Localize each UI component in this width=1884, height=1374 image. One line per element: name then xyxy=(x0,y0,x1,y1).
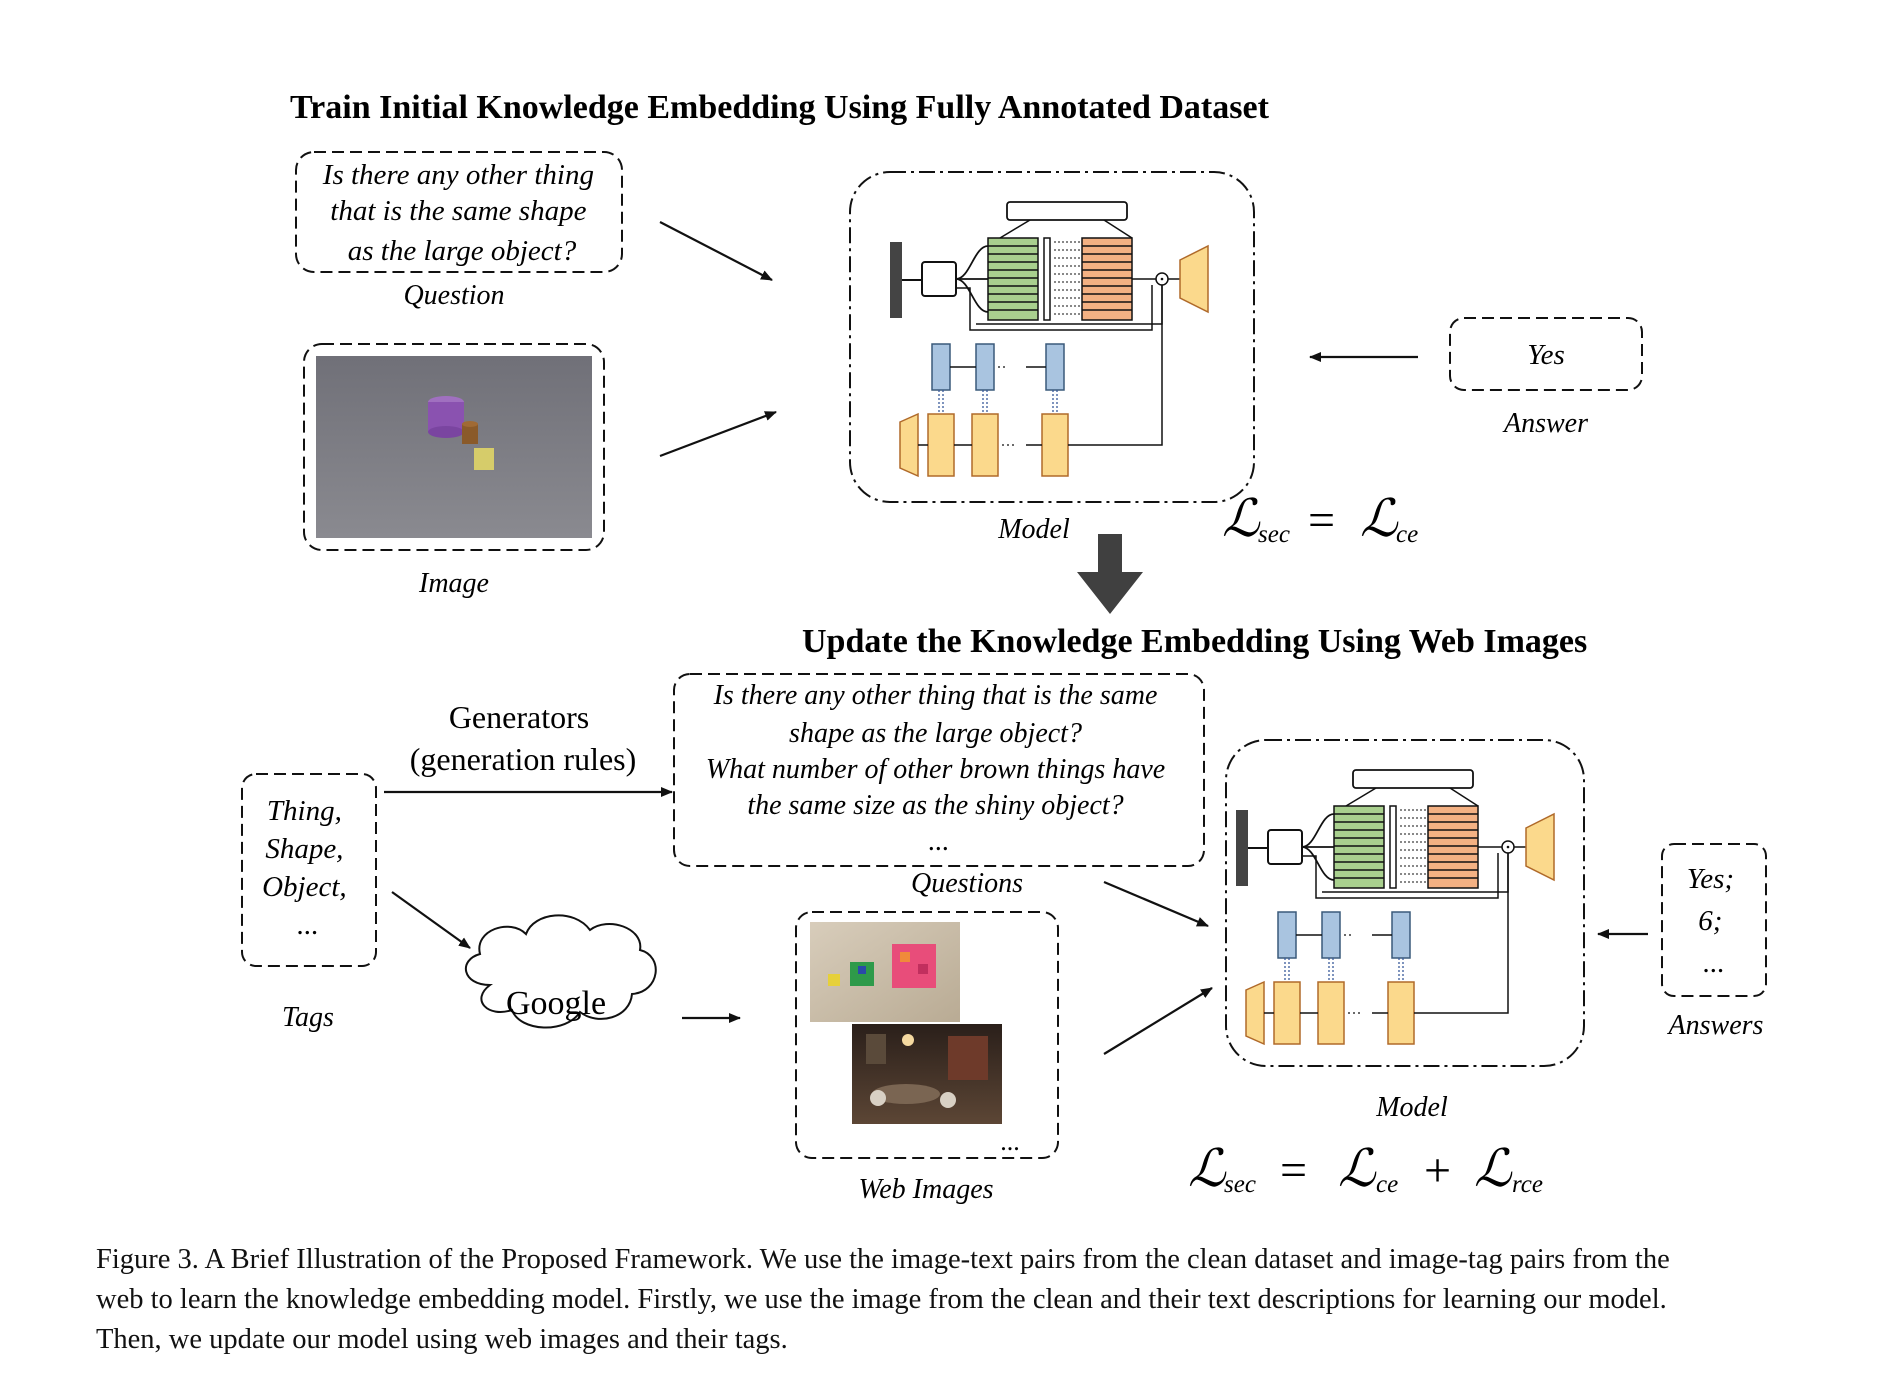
svg-text:Yes; 6; ...: Yes; 6; ... xyxy=(1687,863,1742,979)
caption-line-3: Then, we update our model using web imag… xyxy=(96,1324,788,1355)
arrow-questions-to-model xyxy=(1103,880,1209,928)
answer-2: 6; xyxy=(1698,905,1722,937)
model-label-1: Model xyxy=(997,514,1070,545)
svg-text:=: = xyxy=(1308,494,1335,547)
web-images-box xyxy=(795,911,1059,1159)
answer-label: Answer xyxy=(1502,408,1588,439)
image-label: Image xyxy=(418,568,489,599)
svg-text:=: = xyxy=(1280,1144,1307,1197)
model-network-1 xyxy=(889,201,1209,477)
loss-formula-2: ℒ sec = ℒ ce + ℒ rce xyxy=(1188,1141,1543,1198)
arrow-image-to-model xyxy=(659,410,777,458)
tag-more: ... xyxy=(297,909,319,941)
image-box xyxy=(303,343,605,551)
svg-text:+: + xyxy=(1424,1144,1451,1197)
svg-text:ℒ: ℒ xyxy=(1222,491,1261,548)
question-line-2: that is the same shape xyxy=(330,195,586,227)
questions-line-1: Is there any other thing that is the sam… xyxy=(713,680,1158,711)
generators-line-1: Generators xyxy=(449,699,589,735)
tag-3: Object, xyxy=(262,871,347,903)
tag-2: Shape, xyxy=(265,833,343,865)
questions-line-2: shape as the large object? xyxy=(789,718,1082,749)
svg-text:Is there any other thing that: Is there any other thing that is the sam… xyxy=(706,680,1172,857)
model-network-2 xyxy=(1235,769,1555,1045)
stage1-title: Train Initial Knowledge Embedding Using … xyxy=(290,89,1270,126)
stage2-title: Update the Knowledge Embedding Using Web… xyxy=(802,623,1587,660)
tag-1: Thing, xyxy=(267,795,342,827)
svg-text:ℒ: ℒ xyxy=(1188,1141,1227,1198)
answer-box xyxy=(1449,317,1643,391)
svg-text:ce: ce xyxy=(1396,521,1418,548)
answers-box xyxy=(1661,843,1767,997)
answer-text: Yes xyxy=(1527,339,1565,371)
arrow-tags-to-google xyxy=(391,891,471,949)
stage-transition-arrow xyxy=(1077,534,1143,614)
arrow-web-images-to-model xyxy=(1103,987,1213,1055)
questions-line-4: the same size as the shiny object? xyxy=(747,790,1123,821)
questions-more: ... xyxy=(929,826,950,857)
google-cloud xyxy=(464,914,657,1029)
questions-line-3: What number of other brown things have xyxy=(706,754,1165,785)
question-line-1: Is there any other thing xyxy=(322,159,594,191)
model-box-1 xyxy=(849,171,1255,503)
tags-label: Tags xyxy=(282,1002,334,1033)
caption-line-1: Figure 3. A Brief Illustration of the Pr… xyxy=(96,1244,1670,1275)
model-box-2 xyxy=(1225,739,1585,1067)
web-images-more: ... xyxy=(1000,1127,1020,1156)
questions-label: Questions xyxy=(911,868,1023,899)
svg-text:ce: ce xyxy=(1376,1171,1398,1198)
arrow-question-to-model xyxy=(659,221,773,281)
question-box xyxy=(295,151,623,273)
web-images-label: Web Images xyxy=(858,1174,993,1205)
svg-text:sec: sec xyxy=(1258,521,1290,548)
figure-caption: Figure 3. A Brief Illustration of the Pr… xyxy=(96,1240,1876,1360)
model-label-2: Model xyxy=(1375,1092,1448,1123)
clevr-image xyxy=(316,356,592,538)
caption-line-2: web to learn the knowledge embedding mod… xyxy=(96,1284,1667,1315)
google-label: Google xyxy=(506,985,606,1022)
web-image-room xyxy=(852,1024,1002,1124)
svg-text:ℒ: ℒ xyxy=(1474,1141,1513,1198)
svg-text:ℒ: ℒ xyxy=(1338,1141,1377,1198)
question-line-3: as the large object? xyxy=(348,235,577,267)
answers-more: ... xyxy=(1703,947,1725,979)
svg-text:rce: rce xyxy=(1512,1171,1543,1198)
answers-label: Answers xyxy=(1667,1010,1764,1041)
questions-box xyxy=(673,673,1205,867)
loss-formula-1: ℒ sec = ℒ ce xyxy=(1222,491,1418,548)
answer-1: Yes; xyxy=(1687,863,1734,895)
svg-text:Is there any other thing t: Is there any other thing that is the sam… xyxy=(322,159,601,267)
generators-line-2: (generation rules) xyxy=(410,741,637,777)
tags-box xyxy=(241,773,377,967)
svg-text:ℒ: ℒ xyxy=(1360,491,1399,548)
svg-text:sec: sec xyxy=(1224,1171,1256,1198)
svg-text:Thing, Shape, Object,: Thing, Shape, Object, ... xyxy=(262,795,354,941)
web-image-cubes xyxy=(810,922,960,1022)
question-label: Question xyxy=(403,280,504,311)
svg-text:Generators (generation rul: Generators (generation rules) xyxy=(410,699,637,777)
